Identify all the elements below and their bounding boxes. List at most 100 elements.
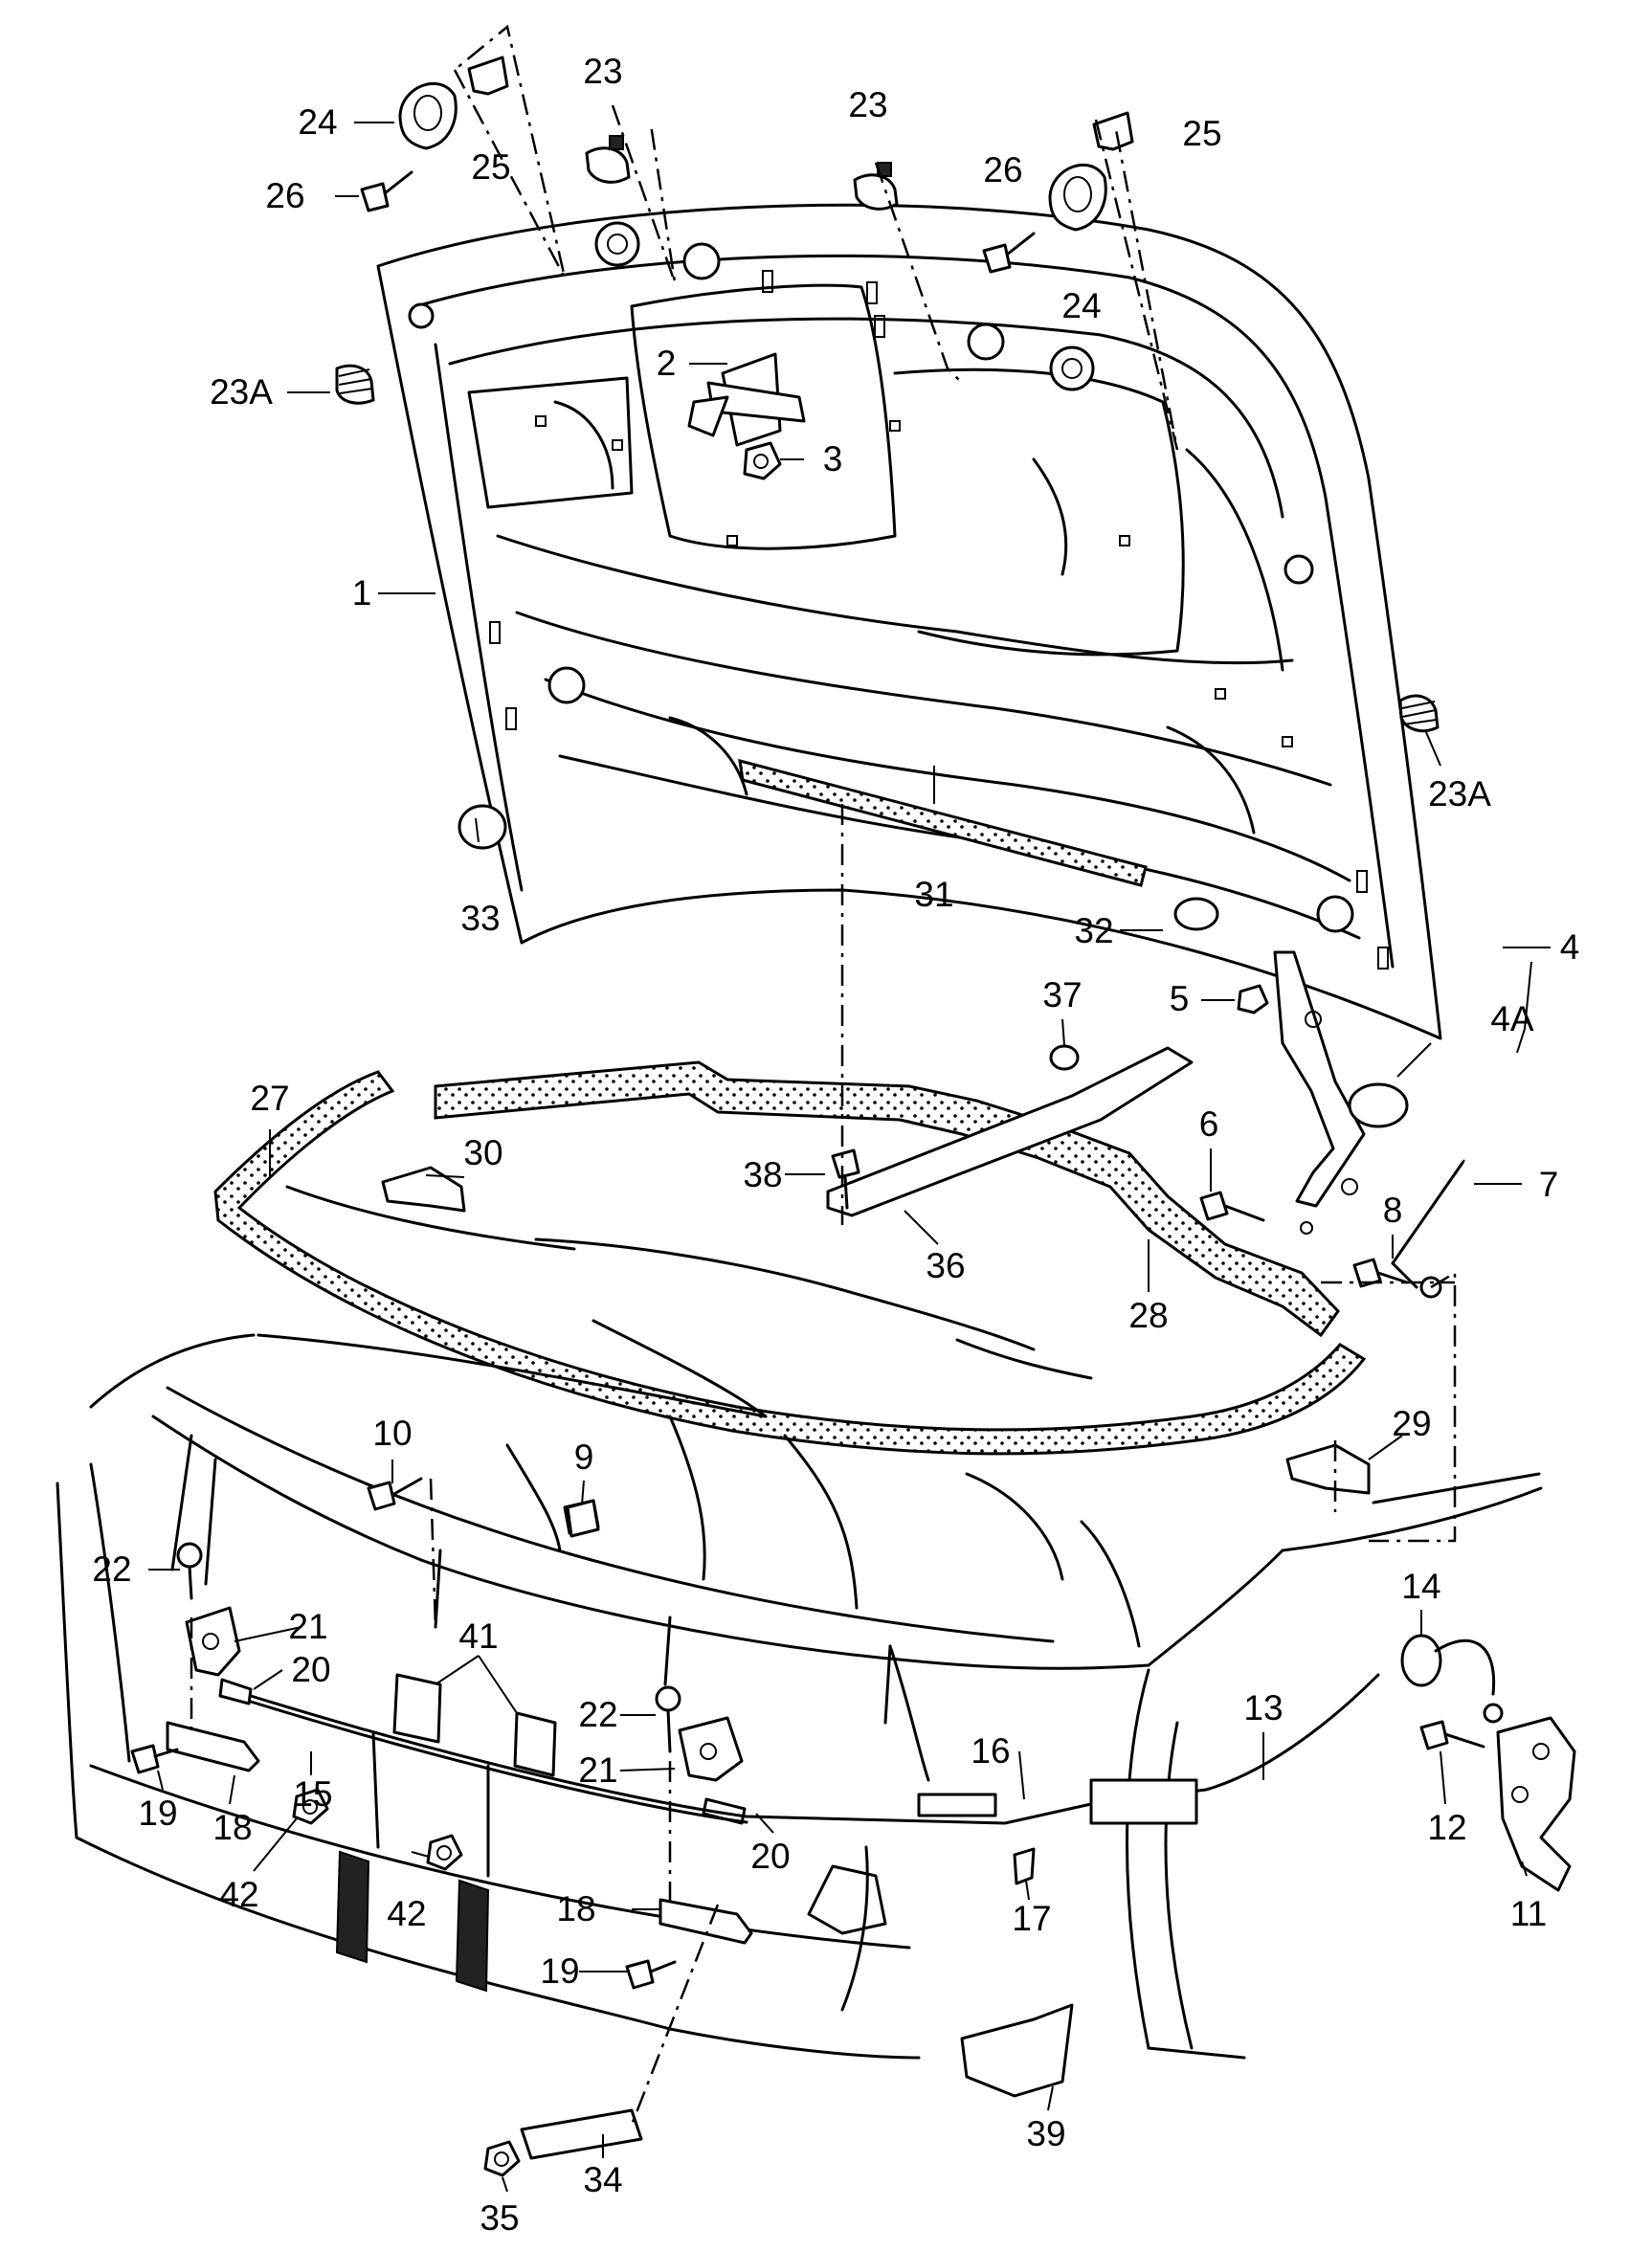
spring-clips [489, 270, 1389, 969]
bolt-38 [831, 1148, 860, 1210]
plug-37 [1049, 1044, 1080, 1071]
gas-strut-7 [1391, 1159, 1465, 1299]
label-14: 14 [1401, 1567, 1440, 1606]
label-33: 33 [460, 899, 500, 938]
assembly-lines [190, 24, 1457, 2126]
label-5: 5 [1170, 979, 1190, 1018]
cable-15 [249, 1673, 1380, 1825]
label-3: 3 [823, 439, 843, 479]
bolt-10 [367, 1477, 423, 1511]
label-21-left: 21 [288, 1607, 327, 1646]
label-22-right: 22 [578, 1695, 617, 1734]
label-26-right: 26 [983, 150, 1022, 189]
label-25-right: 25 [1182, 114, 1221, 153]
bolt-12 [1419, 1720, 1485, 1750]
clip-29 [1285, 1443, 1371, 1495]
guides [335, 1730, 490, 1993]
label-10: 10 [372, 1414, 412, 1453]
label-26-left: 26 [265, 176, 304, 215]
bolt-19-left [130, 1744, 179, 1774]
nut-35 [483, 2140, 521, 2177]
clip-30 [381, 1166, 466, 1213]
label-23-left: 23 [583, 52, 622, 91]
label-31: 31 [914, 875, 953, 914]
clip-17 [1013, 1847, 1036, 1885]
bolt-19-right [625, 1959, 677, 1990]
lock-21-right [678, 1716, 744, 1782]
label-1: 1 [352, 573, 372, 613]
label-34: 34 [583, 2160, 622, 2199]
leader-lines [148, 122, 1551, 2193]
label-18-right: 18 [556, 1889, 595, 1928]
stop-buffer-33 [458, 804, 507, 850]
label-2: 2 [657, 344, 677, 383]
label-19-left: 19 [138, 1794, 177, 1833]
label-4: 4 [1560, 927, 1580, 967]
clip-25-left [467, 56, 509, 96]
label-36: 36 [926, 1246, 965, 1285]
cap-4a [1348, 1082, 1409, 1128]
label-4A: 4A [1490, 999, 1534, 1038]
label-32: 32 [1074, 911, 1113, 950]
label-13: 13 [1243, 1688, 1283, 1727]
callout-labels: 1 2 3 4 4A 5 6 7 8 9 10 11 12 13 14 15 1… [92, 52, 1579, 2238]
label-6: 6 [1199, 1104, 1219, 1144]
bumper-23a-left [335, 364, 375, 405]
clip-25-right [1092, 111, 1134, 151]
label-27: 27 [250, 1079, 289, 1118]
label-29: 29 [1392, 1404, 1431, 1443]
label-41: 41 [458, 1616, 498, 1656]
bracket-18-left [166, 1721, 260, 1772]
hood-latch-bracket [687, 352, 806, 447]
stop-buffer-32 [1173, 897, 1219, 931]
label-18-left: 18 [212, 1808, 252, 1847]
label-19-right: 19 [540, 1951, 579, 1991]
cover-34 [520, 2108, 643, 2160]
label-42-right: 42 [387, 1894, 426, 1933]
clip-20-left [218, 1678, 253, 1705]
grommet-24-left [398, 81, 458, 150]
bolt-26-left [360, 170, 413, 212]
label-37: 37 [1042, 975, 1082, 1014]
bolt-8 [1352, 1258, 1409, 1288]
label-42-left: 42 [219, 1875, 258, 1914]
release-lever-11 [1496, 1716, 1576, 1892]
hood-hinge [1273, 950, 1366, 1235]
label-25-left: 25 [471, 147, 510, 187]
grommet-14 [1400, 1634, 1504, 1724]
clip-9 [566, 1499, 600, 1538]
bracket-18-right [659, 1898, 753, 1945]
label-8: 8 [1383, 1191, 1403, 1230]
nut-3 [743, 441, 782, 480]
label-39: 39 [1026, 2114, 1065, 2153]
label-11: 11 [1510, 1894, 1547, 1933]
bumper-23-right [853, 162, 899, 211]
label-16: 16 [971, 1731, 1010, 1771]
label-38: 38 [743, 1155, 782, 1194]
nut-42-left [292, 1788, 329, 1825]
label-17: 17 [1012, 1899, 1051, 1938]
label-22-left: 22 [92, 1549, 131, 1589]
label-21-right: 21 [578, 1750, 617, 1790]
connector-16 [917, 1778, 1198, 1825]
label-7: 7 [1539, 1165, 1559, 1204]
seal-27 [213, 1070, 1367, 1456]
bolt-22-right [655, 1685, 681, 1753]
brackets-41 [392, 1673, 557, 1777]
label-30: 30 [463, 1133, 502, 1172]
duct-39 [960, 2003, 1074, 2098]
label-23A-right: 23A [1428, 774, 1491, 813]
bumper-23a-right [1398, 694, 1440, 733]
seal-strip-31 [738, 758, 1148, 887]
bolt-6 [1199, 1191, 1265, 1222]
label-28: 28 [1128, 1296, 1168, 1335]
nut-42-right [426, 1834, 463, 1871]
grommet-24-right [1048, 163, 1107, 232]
label-12: 12 [1427, 1808, 1466, 1847]
hood-panel [376, 203, 1442, 1040]
seal-28 [434, 1060, 1340, 1338]
label-9: 9 [574, 1438, 594, 1477]
front-body [56, 1185, 1543, 2060]
nut-5 [1237, 984, 1269, 1014]
